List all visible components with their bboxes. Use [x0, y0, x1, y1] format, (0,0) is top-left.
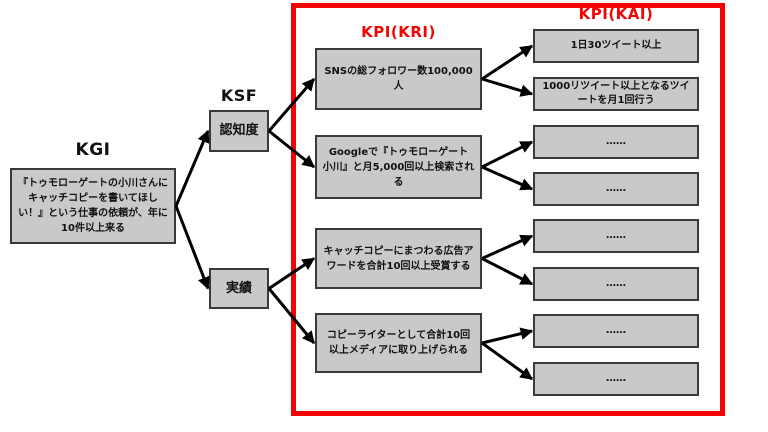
ksf-node-awareness: 認知度 — [209, 110, 269, 152]
kpi-kai-heading: KPI(KAI) — [578, 5, 654, 23]
kpi-kri-heading: KPI(KRI) — [361, 23, 436, 41]
ksf-node-achievements: 実績 — [209, 268, 269, 309]
kai-node-placeholder: …… — [533, 314, 699, 348]
kai-node-placeholder: …… — [533, 219, 699, 253]
kai-node-placeholder: …… — [533, 125, 699, 159]
kgi-heading: KGI — [75, 140, 111, 160]
kai-node-placeholder: …… — [533, 362, 699, 396]
ksf-heading: KSF — [220, 86, 258, 105]
kri-node-media-features: コピーライターとして合計10回以上メディアに取り上げられる — [315, 313, 482, 373]
kai-node-placeholder: …… — [533, 267, 699, 301]
kri-node-ad-awards: キャッチコピーにまつわる広告アワードを合計10回以上受賞する — [315, 228, 482, 289]
kpi-highlight-frame — [291, 3, 725, 416]
kri-node-sns-followers: SNSの総フォロワー数100,000人 — [315, 48, 482, 110]
kai-node-retweet-goal: 1000リツイート以上となるツイートを月1回行う — [533, 77, 699, 111]
kri-node-google-search: Googleで『トゥモローゲート 小川』と月5,000回以上検索される — [315, 135, 482, 199]
kai-node-placeholder: …… — [533, 172, 699, 206]
kai-node-daily-tweets: 1日30ツイート以上 — [533, 29, 699, 63]
kgi-node: 『トゥモローゲートの小川さんにキャッチコピーを書いてほしい！』という仕事の依頼が… — [10, 168, 176, 244]
